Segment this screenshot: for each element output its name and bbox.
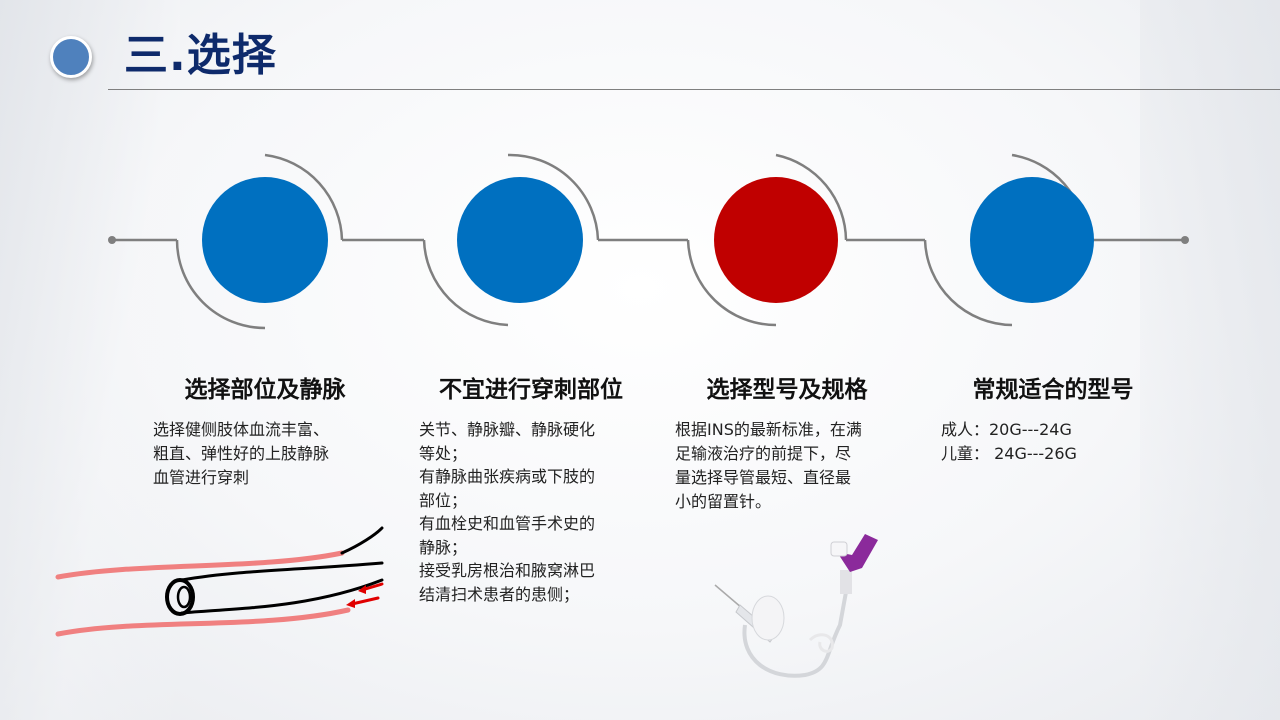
title-divider <box>108 89 1280 90</box>
slide-title: 三.选择 <box>124 30 277 81</box>
title-bullet-icon <box>50 36 92 78</box>
timeline-node-4 <box>970 177 1094 303</box>
column-heading: 选择部位及静脉 <box>184 377 346 403</box>
timeline-node-3 <box>714 177 838 303</box>
background-fabric-left <box>0 0 180 720</box>
cannula-purple-hub <box>837 534 878 572</box>
column-body: 选择健侧肢体血流丰富、 粗直、弹性好的上肢静脉 血管进行穿刺 <box>153 420 330 487</box>
column-heading: 选择型号及规格 <box>706 377 868 403</box>
timeline-end-dot <box>1181 236 1189 244</box>
vein-catheter-illustration <box>55 526 384 637</box>
node-arc-top <box>264 153 344 241</box>
node-arc-bottom <box>175 239 266 330</box>
column-avoid-sites: 不宜进行穿刺部位 关节、静脉瓣、静脉硬化 等处； 有静脉曲张疾病或下肢的 部位；… <box>406 370 656 606</box>
iv-cannula-illustration <box>714 534 878 678</box>
column-heading: 常规适合的型号 <box>972 377 1134 403</box>
timeline-start-dot <box>108 236 116 244</box>
cannula-white-cap <box>830 541 848 557</box>
column-body: 关节、静脉瓣、静脉硬化 等处； 有静脉曲张疾病或下肢的 部位； 有血栓史和血管手… <box>419 420 596 604</box>
column-select-model: 选择型号及规格 根据INS的最新标准，在满 足输液治疗的前提下，尽 量选择导管最… <box>662 370 912 514</box>
timeline-node-1 <box>202 177 328 303</box>
column-common-models: 常规适合的型号 成人：20G---24G 儿童： 24G---26G <box>928 370 1178 466</box>
column-body: 成人：20G---24G 儿童： 24G---26G <box>941 420 1077 463</box>
background-fabric-right <box>1140 0 1280 720</box>
flow-arrow-icon <box>358 585 366 594</box>
column-select-site: 选择部位及静脉 选择健侧肢体血流丰富、 粗直、弹性好的上肢静脉 血管进行穿刺 <box>140 370 390 490</box>
column-heading: 不宜进行穿刺部位 <box>439 377 623 403</box>
cannula-connector <box>840 570 852 594</box>
node-arc-bottom <box>422 239 509 327</box>
column-body: 根据INS的最新标准，在满 足输液治疗的前提下，尽 量选择导管最短、直径最 小的… <box>675 420 862 511</box>
flow-arrow-icon <box>346 599 355 608</box>
timeline-node-2 <box>457 177 583 303</box>
